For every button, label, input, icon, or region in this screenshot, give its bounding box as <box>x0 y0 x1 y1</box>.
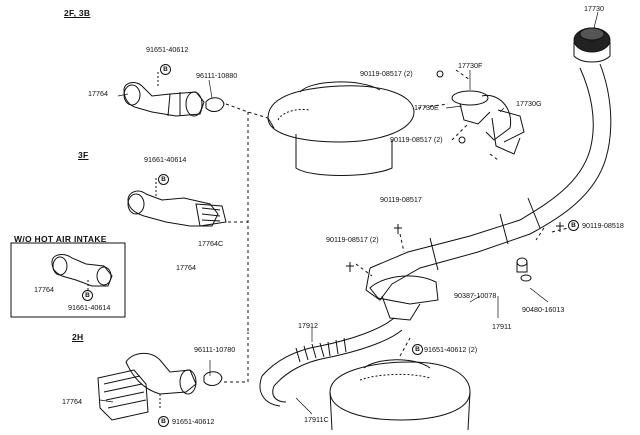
snorkel-body <box>365 63 612 301</box>
label-h2-17764: 17764 <box>62 397 82 406</box>
marker-b-right: B <box>568 220 579 231</box>
hardware-small <box>346 70 564 282</box>
assembly-3f <box>127 178 227 227</box>
marker-b-2h: B <box>158 416 169 427</box>
connection-lines <box>224 69 577 383</box>
wo-hot-air-assembly <box>51 254 113 294</box>
marker-b-top: B <box>160 64 171 75</box>
label-band-2: 91651-40612 (2) <box>424 345 478 354</box>
label-17730E: 17730E <box>414 103 439 112</box>
label-17730G: 17730G <box>516 99 542 108</box>
lower-bracket <box>369 275 439 321</box>
label-bolt-lower: 90119-08517 (2) <box>326 235 379 244</box>
inset-box <box>10 242 126 318</box>
snorkel-bracket <box>451 90 525 155</box>
snorkel-cap <box>573 27 611 63</box>
label-h2-clamp: 96111-10780 <box>194 345 236 354</box>
label-bolt-right: 90119-08518 <box>582 221 624 230</box>
section-title-wo-hot-air: W/O HOT AIR INTAKE <box>14 234 107 244</box>
label-h2-band: 91651-40612 <box>172 417 215 426</box>
label-bolt-mid-2: 90119-08517 (2) <box>390 135 443 144</box>
assembly-2f-3b <box>123 72 225 117</box>
assembly-2h <box>97 353 223 421</box>
marker-b-wo: B <box>82 290 93 301</box>
marker-b-3f: B <box>158 174 169 185</box>
label-top-band: 91651-40612 <box>146 45 189 54</box>
label-17730F: 17730F <box>458 61 483 70</box>
section-title-2h: 2H <box>72 332 84 342</box>
label-17730: 17730 <box>584 4 604 13</box>
air-cleaner-upper <box>267 81 415 176</box>
label-f3-17764: 17764 <box>176 263 196 272</box>
section-title-2f-3b: 2F, 3B <box>64 8 91 18</box>
label-f3-17764C: 17764C <box>198 239 224 248</box>
label-clip-a: 90387-10078 <box>454 291 497 300</box>
air-cleaner-lower <box>329 359 471 431</box>
label-wo-band: 91661-40614 <box>68 303 111 312</box>
marker-b-hose: B <box>412 344 423 355</box>
label-17912: 17912 <box>298 321 318 330</box>
label-f3-band: 91661-40614 <box>144 155 187 164</box>
label-wo-17764: 17764 <box>34 285 54 294</box>
label-top-clamp: 96111-10880 <box>196 71 238 80</box>
label-bolt-top: 90119-08517 (2) <box>360 69 413 78</box>
label-bolt-mid: 90119-08517 <box>380 195 422 204</box>
label-17911: 17911 <box>492 322 512 331</box>
section-title-3f: 3F <box>78 150 89 160</box>
label-clip-b: 90480-16013 <box>522 305 565 314</box>
label-top-17764: 17764 <box>88 89 108 98</box>
leader-lines <box>99 11 599 415</box>
label-17911C: 17911C <box>304 415 329 424</box>
flexible-hose <box>259 317 403 407</box>
